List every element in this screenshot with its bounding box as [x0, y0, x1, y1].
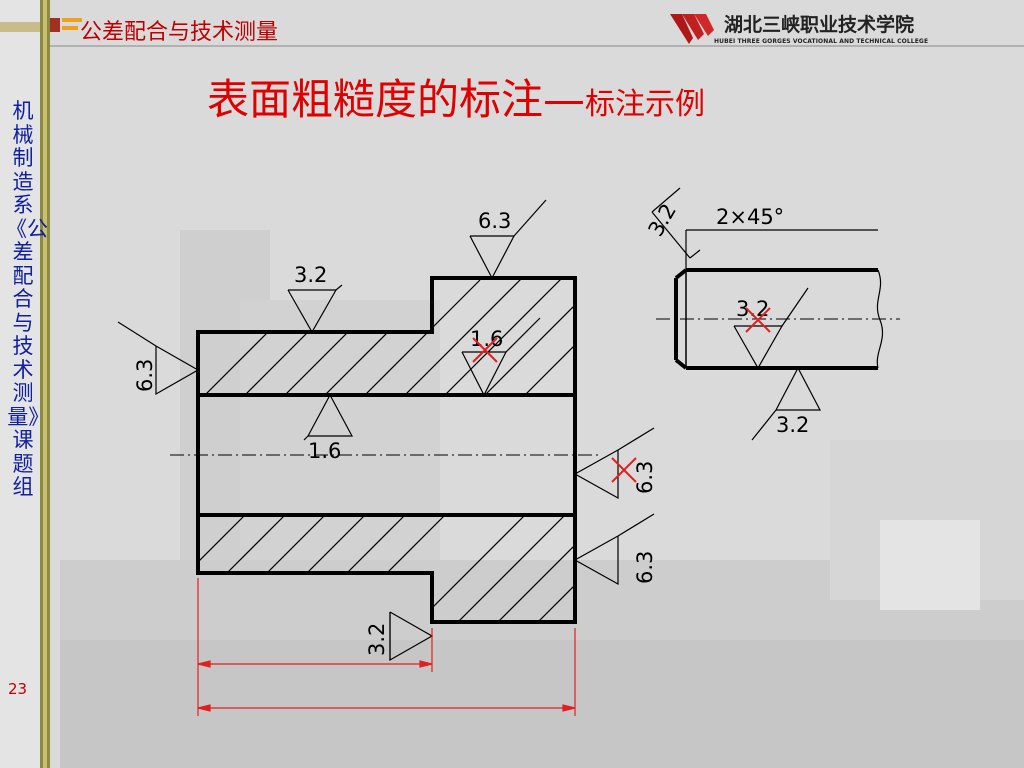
- school-logo: [670, 14, 714, 44]
- label-right-face-lower: 6.3: [633, 551, 657, 584]
- left-part-outline: [196, 276, 577, 624]
- sidebar-vertical-title: 机械制造系《公差配合与技术测量》课题组: [6, 99, 48, 499]
- label-chamfer-spec: 2×45°: [716, 205, 784, 229]
- label-right-bottom: 3.2: [776, 413, 809, 437]
- roughness-symbol: [287, 284, 343, 334]
- dimension-lines: [197, 578, 576, 716]
- label-bore: 1.6: [308, 439, 341, 463]
- course-title: 公差配合与技术测量: [80, 20, 279, 45]
- label-right-face-upper: 6.3: [633, 461, 657, 494]
- label-inner-crossed: 3.2: [736, 297, 769, 321]
- slide-title-main: 表面粗糙度的标注—: [207, 75, 586, 124]
- slide-title-sub: 标注示例: [585, 87, 706, 122]
- cross-mark: [472, 337, 498, 363]
- label-top-right-step: 6.3: [478, 209, 511, 233]
- label-top-left-step: 3.2: [294, 263, 327, 287]
- label-chamfer: 3.2: [644, 200, 681, 241]
- school-name-en: HUBEI THREE GORGES VOCATIONAL AND TECHNI…: [714, 38, 929, 45]
- right-part-outline: [674, 268, 878, 370]
- label-bottom-step: 3.2: [365, 623, 389, 656]
- school-name-cn: 湖北三峡职业技术学院: [724, 14, 915, 36]
- label-left-face: 6.3: [133, 359, 157, 392]
- page-number: 23: [8, 680, 28, 698]
- slide-title: 表面粗糙度的标注—标注示例: [207, 66, 705, 127]
